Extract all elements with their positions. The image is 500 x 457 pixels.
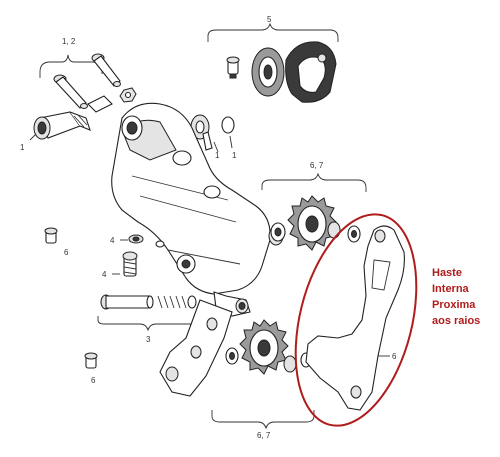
annotation-text: Haste Interna Proxima aos raios: [432, 267, 480, 327]
bolt-long: [53, 74, 88, 109]
spring-assembly: 3: [97, 294, 207, 344]
small-washers: 1 1: [190, 114, 237, 160]
bushing-label: 1: [20, 143, 25, 152]
pin-left-upper-label: 6: [64, 248, 69, 257]
bolt-short: [91, 53, 121, 87]
outer-cage-plate: [159, 299, 233, 397]
pulleys-bottom-label: 6, 7: [257, 431, 271, 440]
annotation-line-3: Proxima: [432, 299, 476, 311]
spring-assembly-label: 3: [146, 335, 151, 344]
inner-cage-plate: 6: [305, 225, 405, 411]
screw-lower-label: 4: [102, 270, 107, 279]
annotation-line-4: aos raios: [432, 315, 480, 327]
highlight-ellipse: [294, 213, 418, 427]
pin-left-lower: 6: [84, 352, 98, 385]
washer-plate: [87, 95, 113, 113]
annotation-line-1: Haste: [432, 267, 462, 279]
screw-upper-label: 4: [110, 236, 115, 245]
pulleys-top-label: 6, 7: [310, 161, 324, 170]
derailleur-body: [111, 102, 284, 317]
bushing: 1: [20, 111, 91, 152]
annotation-line-2: Interna: [432, 283, 470, 295]
pin-left-lower-label: 6: [91, 376, 96, 385]
upper-pulley-group: 5: [207, 15, 339, 103]
screw-upper: 4: [110, 234, 165, 248]
bolts-group-label: 1, 2: [62, 37, 76, 46]
lower-pulley: 6, 7: [211, 319, 315, 440]
upper-pulley: 6, 7: [261, 161, 367, 251]
screw-lower: 4: [102, 251, 138, 279]
pin-left-upper: 6: [44, 227, 69, 257]
bolts-group: 1, 2: [39, 37, 137, 113]
inner-cage-label: 6: [392, 352, 397, 361]
washer-label-b: 1: [232, 151, 237, 160]
upper-pulley-group-label: 5: [267, 15, 272, 24]
washer-label-a: 1: [215, 151, 220, 160]
